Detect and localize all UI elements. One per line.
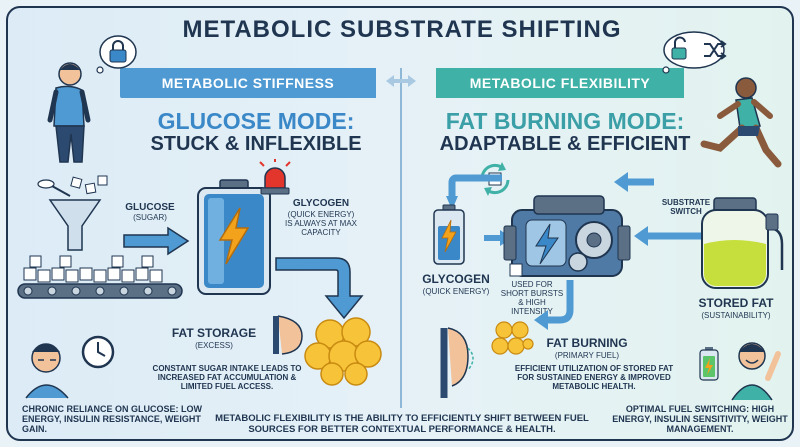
thought-bubble-lock-icon <box>96 35 137 74</box>
right-caption: OPTIMAL FUEL SWITCHING: HIGH ENERGY, INS… <box>612 404 788 434</box>
warning-light-icon <box>259 159 291 195</box>
arrow-to-fat-icon <box>275 257 364 320</box>
fat-burning-mode-title: FAT BURNING MODE: <box>445 108 685 134</box>
sugar-funnel-icon <box>37 175 108 251</box>
clock-icon <box>81 335 115 369</box>
conveyor-belt-icon <box>17 255 183 299</box>
small-fat-cells-icon <box>491 321 534 355</box>
glucose-label: GLUCOSE <box>125 202 175 213</box>
fat-burning-sublabel: (PRIMARY FUEL) <box>554 351 620 360</box>
footer-definition: METABOLIC FLEXIBILITY IS THE ABILITY TO … <box>215 413 589 435</box>
runner-icon <box>700 77 782 168</box>
glucose-sublabel: (SUGAR) <box>133 213 167 222</box>
glucose-mode-subtitle: STUCK & INFLEXIBLE <box>150 133 362 155</box>
glucose-mode-title: GLUCOSE MODE: <box>157 108 355 134</box>
left-caption: CHRONIC RELIANCE ON GLUCOSE: LOW ENERGY,… <box>22 404 202 434</box>
sleepy-person-icon <box>25 343 69 399</box>
thought-bubble-unlock-icon <box>662 31 725 74</box>
cube-icon <box>509 263 523 277</box>
infographic-frame: METABOLIC SUBSTRATE SHIFTING METABOLIC S… <box>6 6 794 441</box>
glycogen-label-left: GLYCOGEN <box>292 198 350 209</box>
stored-fat-jar-icon <box>701 197 784 289</box>
tired-person-icon <box>47 62 91 163</box>
stored-fat-sublabel: (SUSTAINABILITY) <box>701 311 771 320</box>
fat-burning-mode-subtitle: ADAPTABLE & EFFICIENT <box>439 133 691 155</box>
fat-storage-desc: CONSTANT SUGAR INTAKE LEADS TO INCREASED… <box>152 364 302 391</box>
flow-arrows-icon <box>446 172 710 246</box>
banner-metabolic-stiffness: METABOLIC STIFFNESS <box>120 68 376 98</box>
fat-burning-label: FAT BURNING <box>546 336 628 350</box>
shuffle-icon <box>704 40 727 60</box>
page-title: METABOLIC SUBSTRATE SHIFTING <box>182 16 622 43</box>
glycogen-sublabel-right: (QUICK ENERGY) <box>422 287 490 296</box>
used-for-label: USED FOR SHORT BURSTS & HIGH INTENSITY <box>500 280 564 316</box>
glycogen-label-right: GLYCOGEN <box>422 272 490 286</box>
battery-small-icon <box>433 204 465 265</box>
lightning-icon <box>218 207 250 265</box>
fat-storage-sublabel: (EXCESS) <box>195 341 233 350</box>
arrow-to-fat-burning-icon <box>534 280 574 330</box>
fat-burning-desc: EFFICIENT UTILIZATION OF STORED FAT FOR … <box>514 364 674 391</box>
fat-storage-label: FAT STORAGE <box>171 326 257 340</box>
battery-charged-icon <box>699 347 719 381</box>
engine-icon <box>503 195 631 277</box>
substrate-switch-label: SUBSTRATE SWITCH <box>661 198 711 216</box>
arrow-to-battery-icon <box>123 226 190 256</box>
fat-cells-icon <box>304 317 382 386</box>
banner-metabolic-flexibility: METABOLIC FLEXIBILITY <box>436 68 684 98</box>
stored-fat-label: STORED FAT <box>698 296 774 310</box>
happy-person-icon <box>731 342 781 401</box>
slim-belly-icon <box>440 327 474 398</box>
center-divider <box>400 68 402 408</box>
glycogen-desc-left: (QUICK ENERGY) IS ALWAYS AT MAX CAPACITY <box>284 210 358 237</box>
double-arrow-icon <box>386 75 416 87</box>
belly-icon <box>273 315 303 355</box>
